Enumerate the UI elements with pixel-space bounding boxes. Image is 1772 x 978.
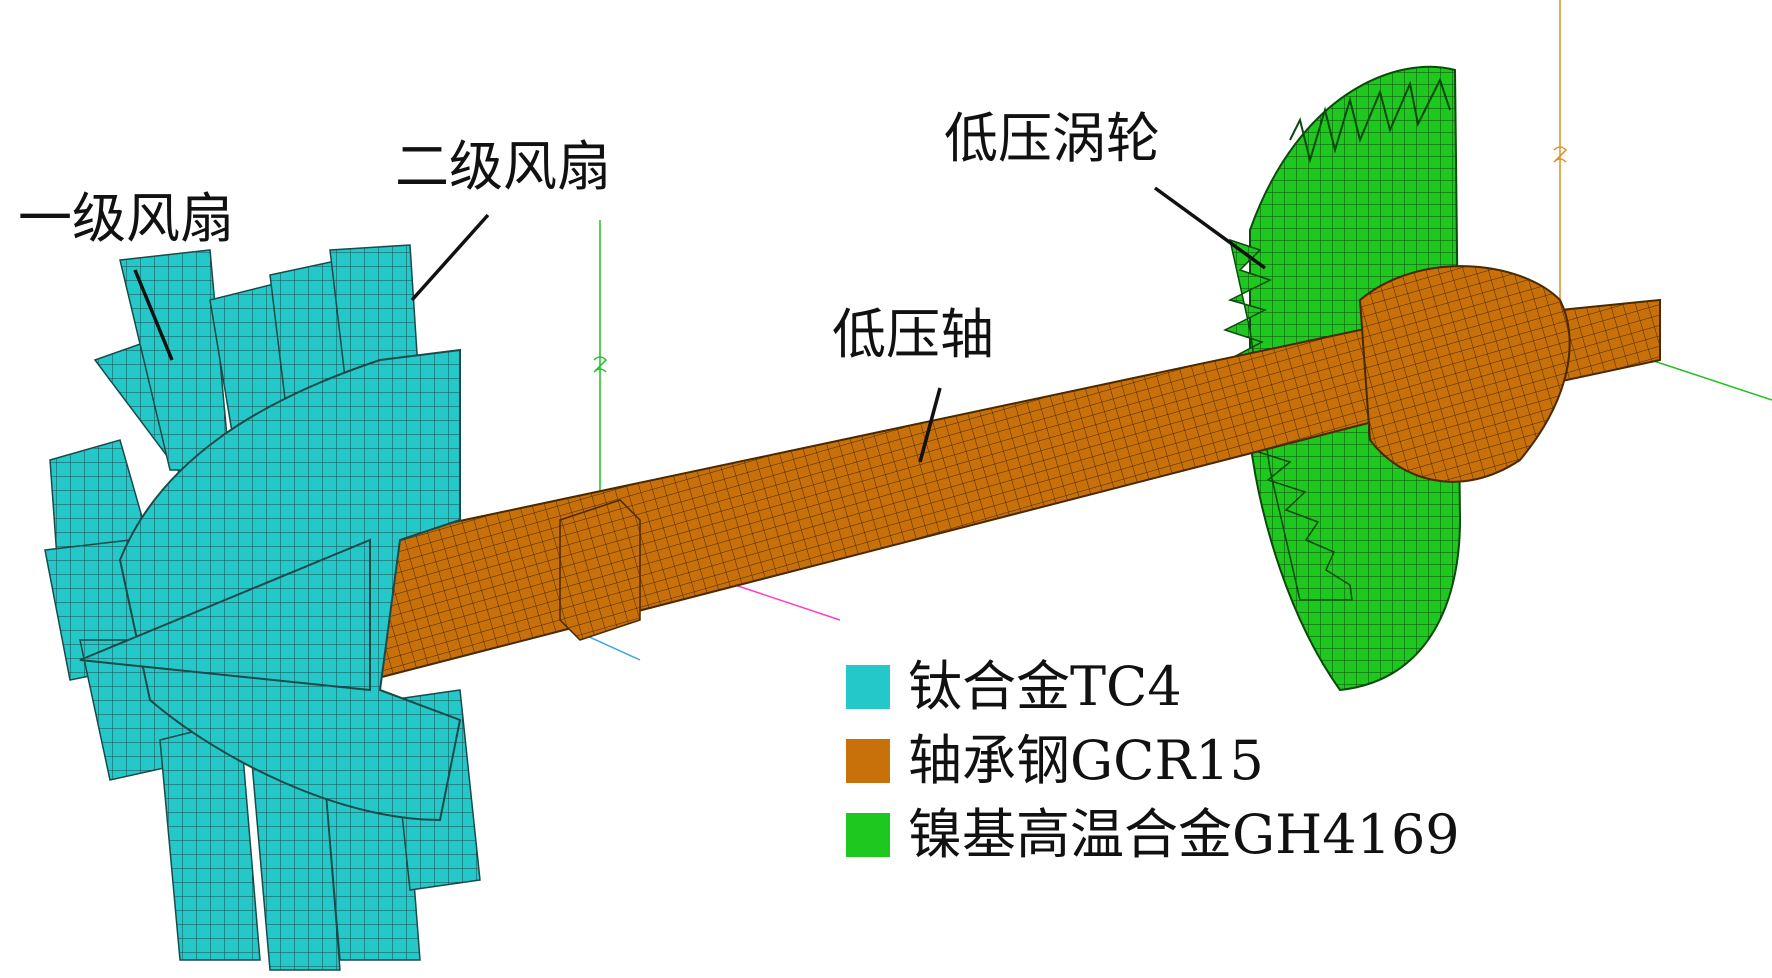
- material-legend: 钛合金TC4 轴承钢GCR15 镍基高温合金GH4169: [846, 650, 1460, 872]
- pointer-line-fan-2: [410, 213, 490, 302]
- legend-label-titanium: 钛合金TC4: [908, 655, 1182, 718]
- label-lp-shaft: 低压轴: [832, 303, 994, 366]
- legend-item-steel: 轴承钢GCR15: [846, 724, 1460, 798]
- lp-shaft-shape: [369, 265, 1661, 682]
- pointer-line-fan-1: [133, 269, 174, 361]
- legend-item-titanium: 钛合金TC4: [846, 650, 1460, 724]
- legend-label-steel: 轴承钢GCR15: [908, 729, 1264, 792]
- label-fan-stage-2: 二级风扇: [395, 135, 611, 198]
- legend-swatch-nickel: [846, 813, 890, 857]
- legend-label-nickel: 镍基高温合金GH4169: [908, 803, 1460, 866]
- legend-swatch-steel: [846, 739, 890, 783]
- label-fan-stage-1: 一级风扇: [18, 187, 234, 250]
- pointer-line-turbine: [1153, 186, 1267, 270]
- fan-assembly-shape: [44, 244, 481, 971]
- legend-swatch-titanium: [846, 665, 890, 709]
- label-lp-turbine: 低压涡轮: [944, 107, 1160, 170]
- pointer-line-shaft: [918, 387, 942, 463]
- legend-item-nickel: 镍基高温合金GH4169: [846, 798, 1460, 872]
